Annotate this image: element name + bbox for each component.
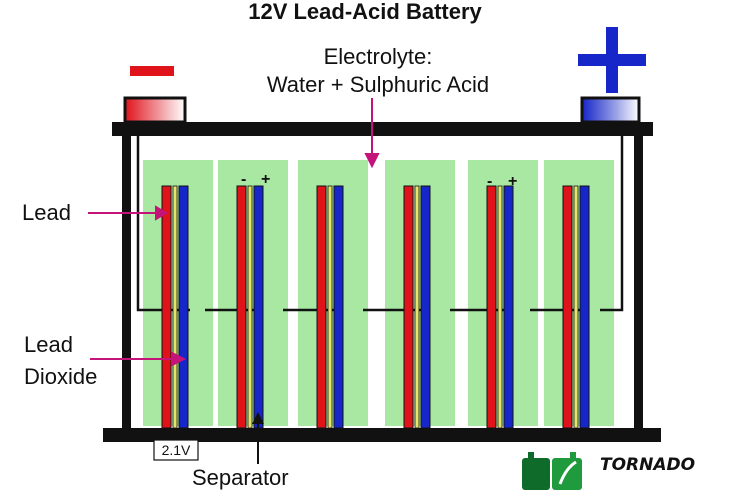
lead-plate <box>562 185 573 429</box>
positive-terminal-post <box>580 96 641 124</box>
cell-plus-mark: + <box>261 171 270 188</box>
electrolyte-cell <box>143 160 213 426</box>
separator-plate <box>497 185 503 429</box>
separator-plate <box>247 185 253 429</box>
electrolyte-cell <box>218 160 288 426</box>
lead-plate <box>161 185 172 429</box>
separator-label: Separator <box>192 465 289 490</box>
electrolyte-label-line2: Water + Sulphuric Acid <box>266 72 490 97</box>
separator-arrowhead <box>252 412 264 424</box>
lead-dioxide-plate <box>178 185 189 429</box>
lead-dioxide-plate <box>333 185 344 429</box>
lead-dioxide-plate <box>503 185 514 429</box>
cell-minus-mark: - <box>487 173 492 190</box>
lead-dioxide-label-line2: Dioxide <box>24 364 98 389</box>
cell-voltage-box <box>153 439 199 461</box>
lead-plate <box>403 185 414 429</box>
diagram-title: 12V Lead-Acid Battery <box>248 0 482 24</box>
lead-dioxide-label-line1: Lead <box>24 332 73 357</box>
cell-voltage-label: 2.1V <box>162 442 191 458</box>
separator-plate <box>414 185 420 429</box>
battery-base <box>103 428 661 442</box>
cell-plus-mark: + <box>508 173 517 190</box>
electrolyte-cell <box>468 160 538 426</box>
negative-terminal-post <box>123 96 187 124</box>
electrolyte-cell <box>544 160 614 426</box>
battery-wall-left <box>122 136 131 428</box>
electrolyte-cell <box>385 160 455 426</box>
battery-lid <box>112 122 653 136</box>
battery-wall-right <box>634 136 643 428</box>
cell-minus-mark: - <box>241 171 246 188</box>
lead-dioxide-plate <box>253 185 264 429</box>
positive-connection-wire <box>600 124 624 312</box>
lead-dioxide-arrowhead <box>171 351 187 367</box>
lead-dioxide-plate <box>579 185 590 429</box>
separator-plate <box>172 185 178 429</box>
logo-brand-text: TORNADO <box>600 455 696 475</box>
negative-sign-icon <box>130 66 174 76</box>
electrolyte-label-line1: Electrolyte: <box>323 44 433 69</box>
electrolyte-cell <box>298 160 368 426</box>
tornado-logo-icon <box>522 452 582 490</box>
lead-plate <box>316 185 327 429</box>
lead-plate <box>236 185 247 429</box>
lead-label: Lead <box>22 200 71 225</box>
separator-plate <box>327 185 333 429</box>
lead-dioxide-plate <box>420 185 431 429</box>
electrolyte-arrowhead <box>364 153 380 169</box>
separator-plate <box>573 185 579 429</box>
lead-arrowhead <box>155 205 168 221</box>
positive-sign-icon <box>578 27 646 93</box>
lead-plate <box>486 185 497 429</box>
